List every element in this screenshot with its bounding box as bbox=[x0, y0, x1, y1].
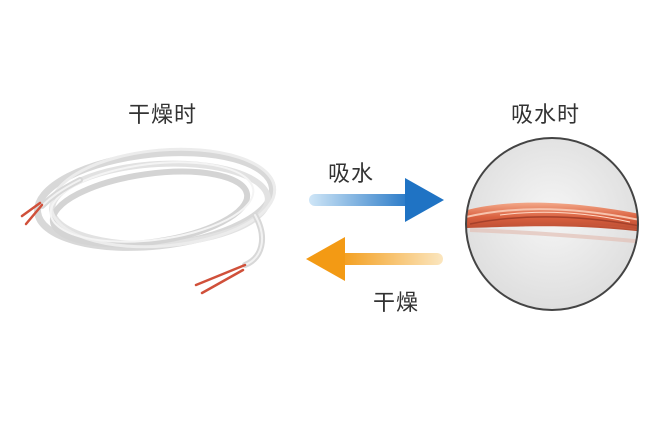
absorb-arrow bbox=[309, 178, 444, 222]
dry-arrow bbox=[306, 237, 443, 281]
absorb-arrow-label: 吸水 bbox=[328, 162, 375, 187]
dry-state-label: 干燥时 bbox=[128, 103, 198, 128]
dry-arrow-label: 干燥 bbox=[373, 291, 420, 316]
wet-state-label: 吸水时 bbox=[511, 103, 581, 128]
coiled-white-wire-icon bbox=[20, 147, 277, 295]
magnified-red-wire-icon bbox=[465, 137, 639, 311]
